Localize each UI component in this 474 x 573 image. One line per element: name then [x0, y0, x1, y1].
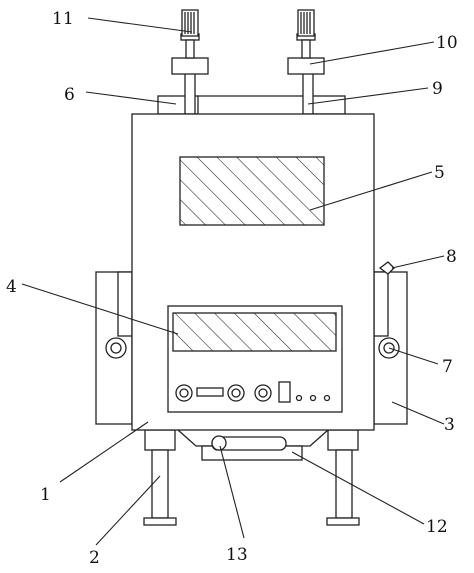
- right-motor-icon: [296, 9, 316, 59]
- middle-knob-icon: [227, 384, 245, 402]
- leader-6: [85, 91, 177, 105]
- label-11: 11: [52, 9, 74, 29]
- right-knob-icon: [254, 384, 272, 402]
- panel-display: [172, 312, 337, 352]
- leader-13: [219, 445, 245, 539]
- leader-12: [291, 451, 425, 525]
- left-leg: [151, 449, 169, 519]
- indicator-light-2: [309, 394, 317, 402]
- right-bracket-arm: [373, 271, 389, 337]
- left-leg-collar: [144, 429, 176, 451]
- upper-window: [179, 156, 325, 226]
- right-shaft: [302, 71, 314, 115]
- label-5: 5: [434, 163, 445, 183]
- label-6: 6: [64, 85, 75, 105]
- label-8: 8: [446, 247, 457, 267]
- leader-lines: [21, 17, 445, 546]
- leader-4: [21, 283, 179, 335]
- right-bearing-seat: [287, 57, 325, 75]
- left-bracket-arm: [117, 271, 133, 337]
- label-10: 10: [436, 33, 458, 53]
- left-pivot-knob-icon: [105, 337, 127, 359]
- label-1: 1: [40, 485, 51, 505]
- leader-1: [59, 421, 149, 483]
- left-bearing-seat: [171, 57, 209, 75]
- label-7: 7: [442, 357, 453, 377]
- left-motor-icon: [180, 9, 200, 59]
- left-shaft: [184, 71, 196, 115]
- label-13: 13: [226, 545, 248, 565]
- label-4: 4: [6, 277, 17, 297]
- discharge-valve-icon: [211, 435, 227, 451]
- leader-11: [87, 17, 193, 33]
- label-12: 12: [426, 517, 448, 537]
- left-leg-foot: [143, 517, 177, 526]
- leader-10: [309, 41, 435, 65]
- indicator-light-1: [295, 394, 303, 402]
- label-3: 3: [444, 415, 455, 435]
- leader-8: [391, 255, 445, 269]
- left-knob-icon: [175, 384, 193, 402]
- label-9: 9: [432, 79, 443, 99]
- leader-7: [388, 347, 439, 365]
- indicator-light-3: [323, 394, 331, 402]
- leader-5: [309, 171, 433, 211]
- leader-3: [391, 401, 445, 425]
- right-leg-collar: [327, 429, 359, 451]
- panel-meter: [278, 381, 291, 403]
- right-leg-foot: [326, 517, 360, 526]
- label-2: 2: [89, 548, 100, 568]
- leader-2: [95, 475, 161, 546]
- panel-switch: [196, 387, 224, 397]
- leader-9: [307, 87, 429, 105]
